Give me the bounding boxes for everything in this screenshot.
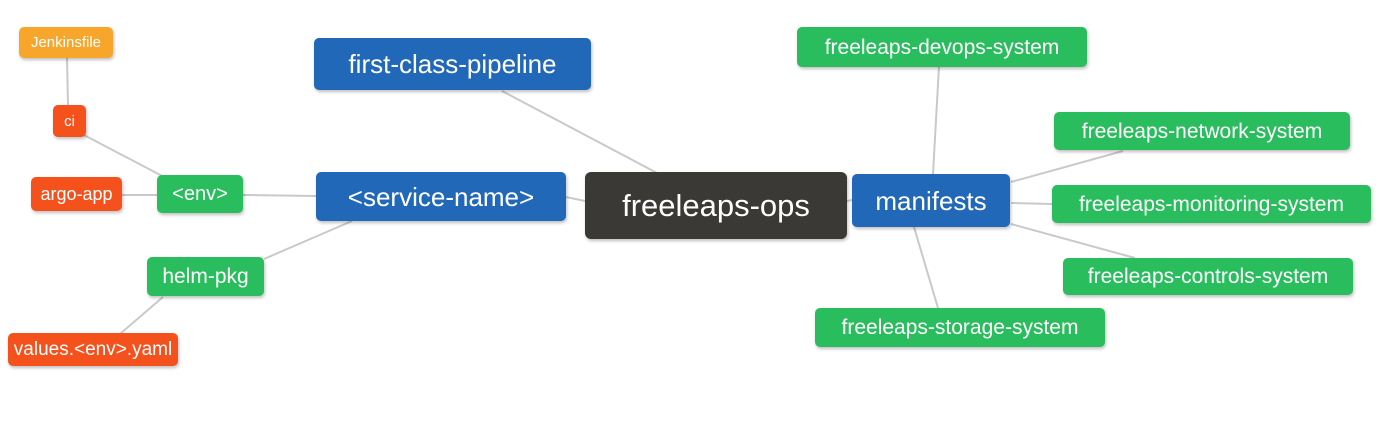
node-monitoring-system[interactable]: freeleaps-monitoring-system (1052, 185, 1371, 223)
node-first-class-pipeline[interactable]: first-class-pipeline (314, 38, 591, 90)
edge-values-helmpkg (119, 296, 164, 335)
node-freeleaps-ops-root[interactable]: freeleaps-ops (585, 172, 847, 239)
edge-helmpkg-servicename (263, 220, 353, 260)
edge-manifests-devops (932, 65, 940, 175)
edge-pipeline-root (501, 90, 658, 174)
edge-servicename-root (565, 196, 586, 202)
edge-ci-env (83, 134, 167, 179)
edge-root-manifests (846, 199, 853, 202)
node-devops-system[interactable]: freeleaps-devops-system (797, 27, 1087, 67)
edge-jenkinsfile-ci (66, 57, 69, 106)
node-manifests[interactable]: manifests (852, 174, 1010, 227)
edge-manifests-monitoring (1010, 202, 1053, 205)
node-service-name[interactable]: <service-name> (316, 172, 566, 221)
node-jenkinsfile[interactable]: Jenkinsfile (19, 27, 113, 58)
node-argo-app[interactable]: argo-app (31, 177, 122, 211)
node-helm-pkg[interactable]: helm-pkg (147, 257, 264, 296)
node-values-env-yaml[interactable]: values.<env>.yaml (8, 333, 178, 366)
node-ci[interactable]: ci (53, 105, 86, 137)
node-storage-system[interactable]: freeleaps-storage-system (815, 308, 1105, 347)
node-env[interactable]: <env> (157, 175, 243, 213)
node-network-system[interactable]: freeleaps-network-system (1054, 112, 1350, 150)
node-controls-system[interactable]: freeleaps-controls-system (1063, 258, 1353, 295)
edge-manifests-storage (913, 226, 939, 309)
edge-manifests-controls (1010, 223, 1136, 259)
edge-env-servicename (242, 194, 317, 197)
edge-manifests-network (1010, 150, 1124, 183)
